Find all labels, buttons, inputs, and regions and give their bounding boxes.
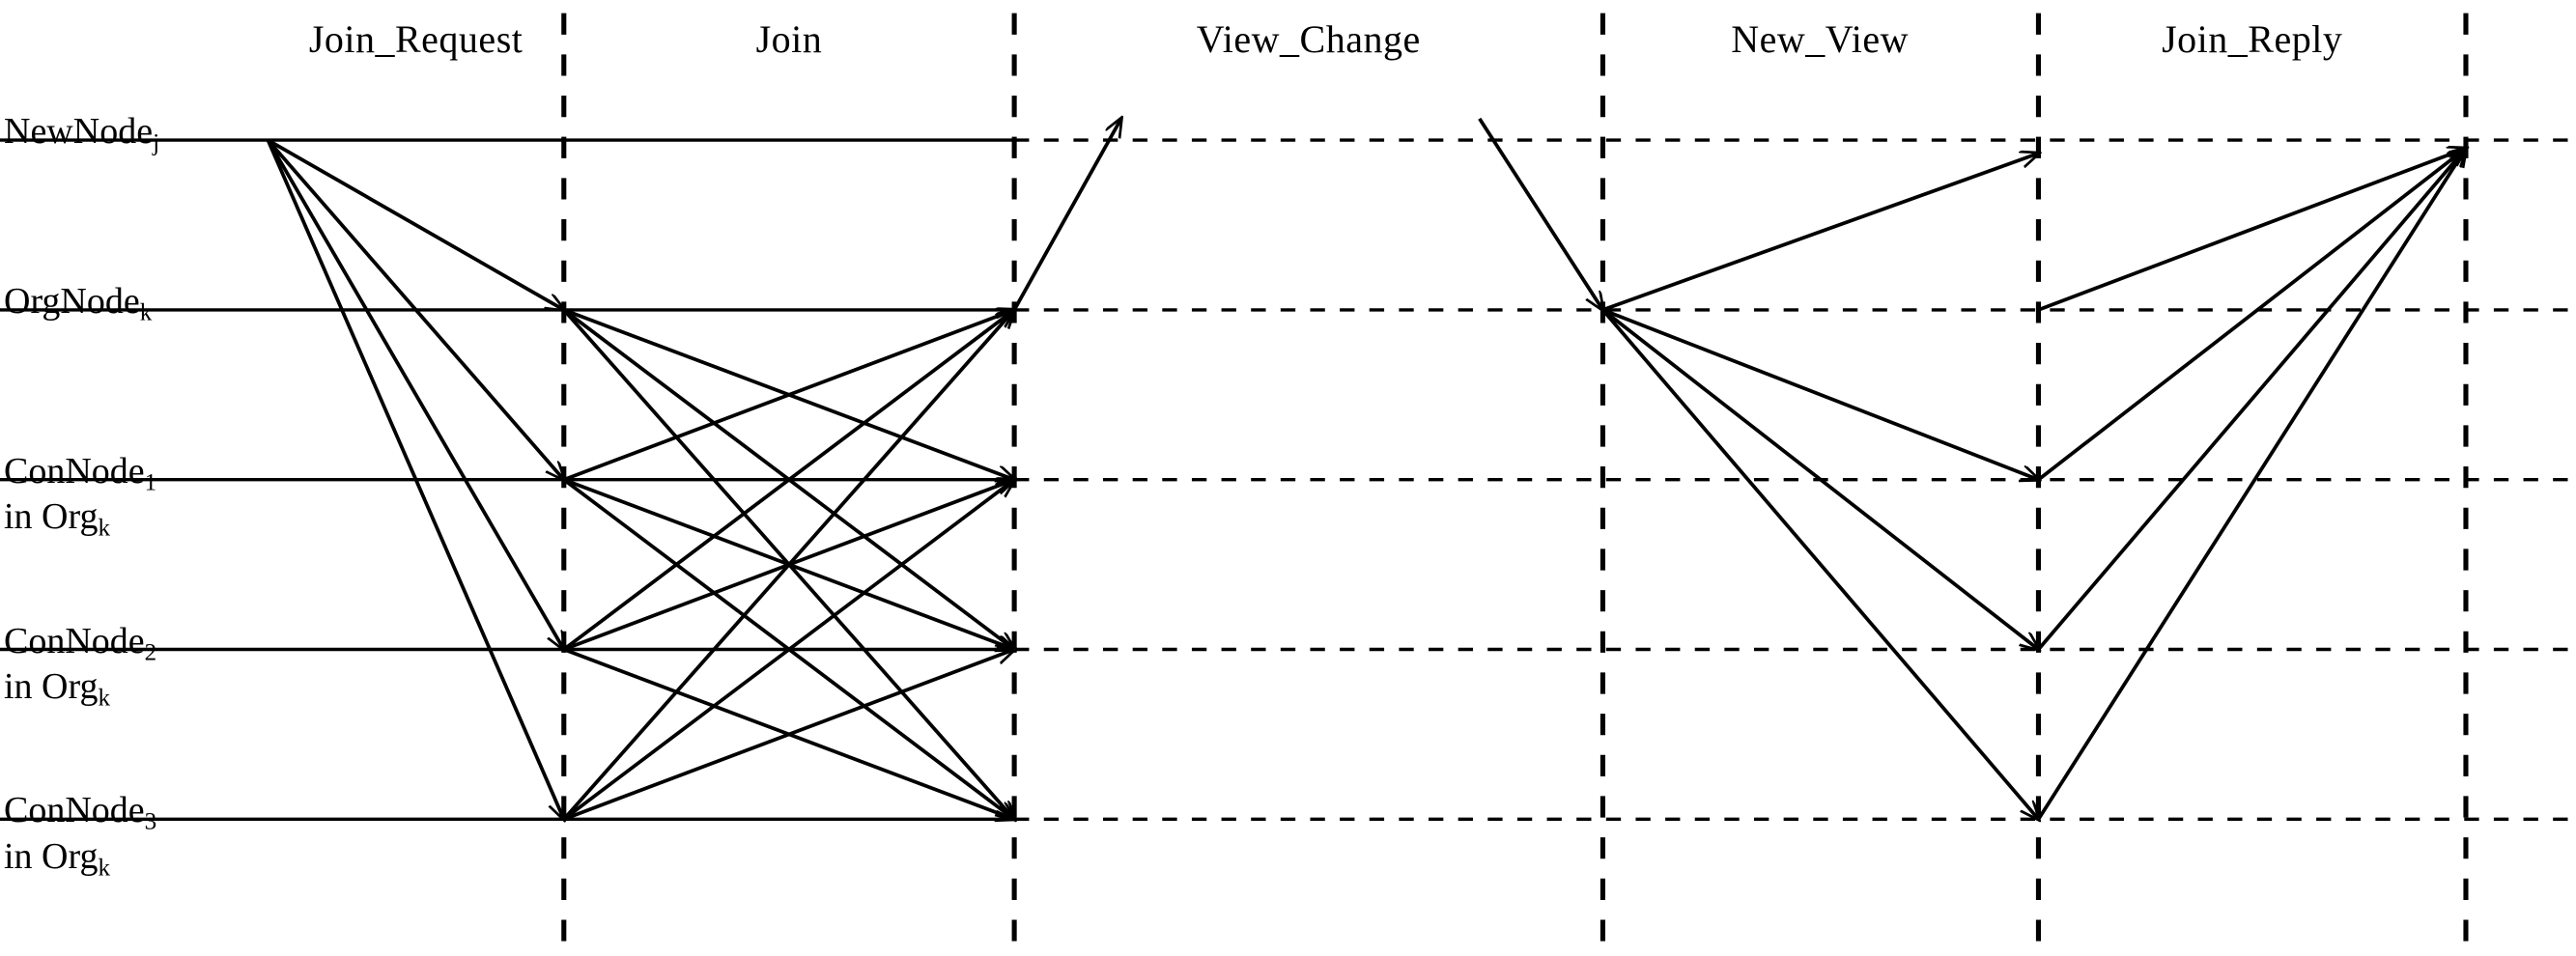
node-label-orgnode: OrgNodek (4, 281, 152, 327)
node-label-subscript: j (153, 129, 160, 156)
node-label-subscript: k (139, 299, 153, 326)
node-label-org-base: in Org (4, 835, 99, 877)
lifeline-dashed-group (1014, 138, 2576, 822)
node-label-secondary: in Orgk (4, 496, 156, 543)
message-join-connode2-to-orgnode (562, 310, 1014, 652)
message-arrow-group (266, 117, 2466, 822)
phase-label-view-change: View_Change (1196, 17, 1421, 62)
node-label-primary: OrgNodek (4, 281, 152, 327)
node-label-base: ConNode (4, 450, 145, 492)
message-join-reply-connode3-to-newnode (2036, 149, 2466, 821)
phase-label-join: Join (755, 17, 823, 62)
node-label-primary: ConNode1 (4, 451, 156, 497)
node-label-org-base: in Org (4, 496, 99, 538)
node-label-base: NewNode (4, 111, 154, 153)
message-new-view-orgnode-to-connode3 (1601, 308, 2038, 819)
message-new-view-orgnode-to-connode2 (1601, 308, 2038, 650)
node-label-org-subscript: k (98, 685, 111, 712)
message-new-view-orgnode-to-newnode (1601, 154, 2038, 312)
lifeline-group (0, 138, 1015, 822)
node-label-org-base: in Org (4, 666, 99, 708)
node-label-secondary: in Orgk (4, 836, 156, 883)
message-join-request-newnode-to-connode1 (267, 138, 563, 480)
node-label-subscript: 2 (144, 639, 157, 666)
message-join-request-newnode-to-orgnode (267, 138, 563, 310)
message-join-connode3-to-orgnode (562, 310, 1014, 821)
message-view-change-orgnode-to-newnode (1012, 119, 1121, 311)
message-join-request-newnode-to-connode2 (266, 139, 563, 649)
message-join-reply-orgnode-to-newnode (2037, 149, 2466, 312)
node-label-base: ConNode (4, 620, 145, 661)
phase-label-new-view: New_View (1731, 17, 1909, 62)
phase-label-join-reply: Join_Reply (2162, 17, 2343, 62)
phase-label-join-request: Join_Request (308, 17, 524, 62)
node-label-primary: NewNodej (4, 111, 159, 157)
message-join-connode3-to-connode2 (563, 650, 1014, 822)
node-label-primary: ConNode3 (4, 790, 156, 836)
node-label-secondary: in Orgk (4, 666, 156, 713)
node-label-org-subscript: k (98, 855, 111, 882)
message-join-request-newnode-to-connode3 (266, 139, 563, 819)
message-join-reply-connode2-to-newnode (2037, 149, 2466, 651)
node-label-base: OrgNode (4, 280, 140, 322)
message-join-connode1-to-orgnode (563, 310, 1014, 482)
node-label-newnode: NewNodej (4, 111, 159, 157)
node-label-subscript: 3 (144, 808, 157, 835)
message-new-view-orgnode-to-connode1 (1601, 308, 2038, 480)
node-label-org-subscript: k (98, 515, 111, 542)
message-join-connode3-to-connode1 (562, 480, 1014, 821)
message-join-reply-connode1-to-newnode (2037, 149, 2466, 482)
node-label-subscript: 1 (144, 469, 157, 496)
node-label-primary: ConNode2 (4, 621, 156, 667)
node-label-base: ConNode (4, 790, 145, 831)
message-view-change-newnode-to-orgnode (1478, 117, 1603, 310)
